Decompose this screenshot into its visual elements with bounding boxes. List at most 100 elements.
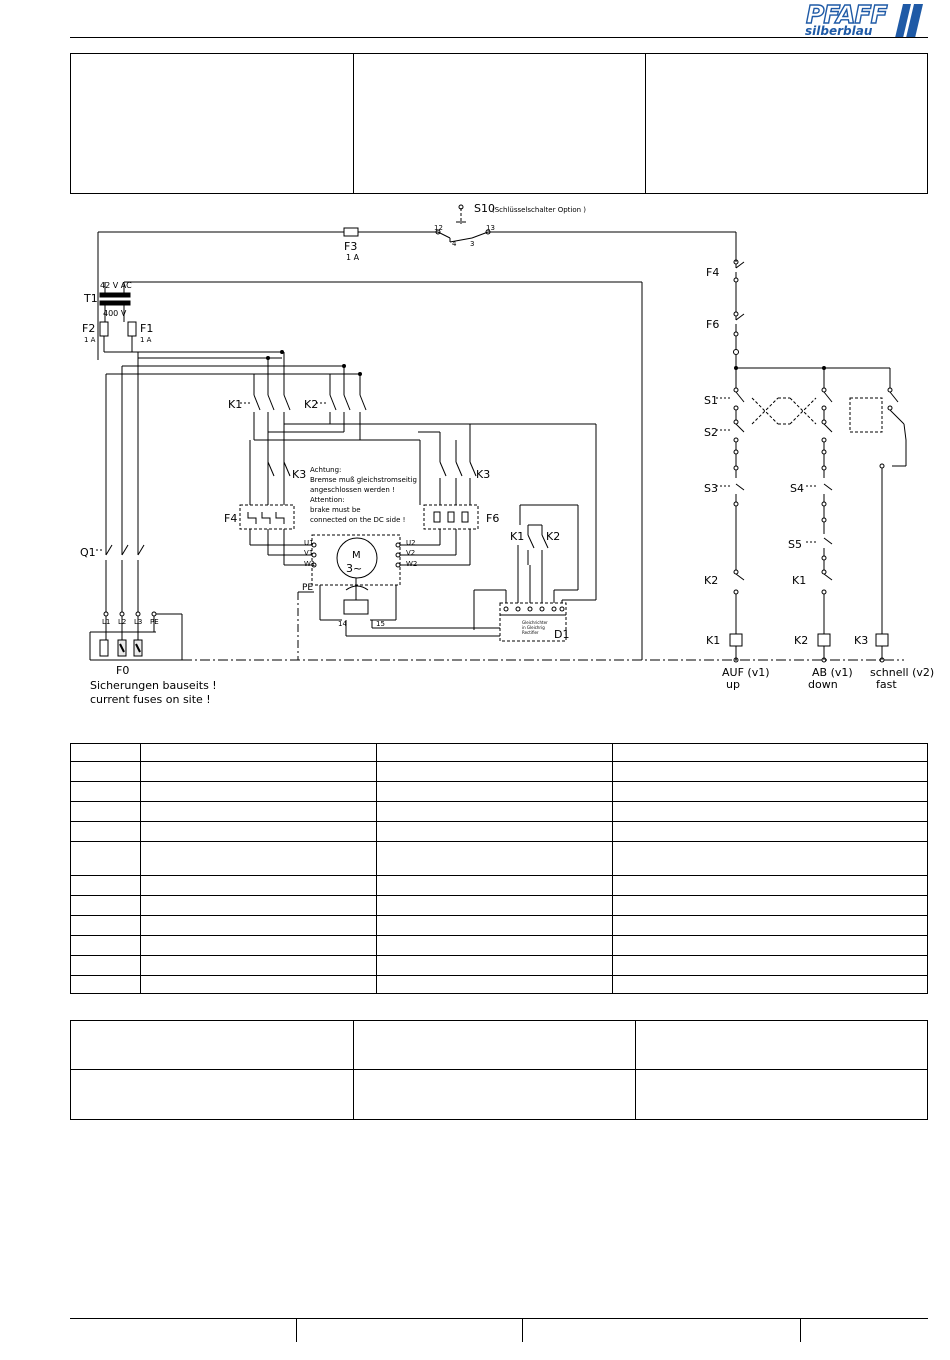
pfaff-silberblau-logo: PFAFF silberblau <box>800 0 926 40</box>
up-de: AUF (v1) <box>722 666 770 679</box>
brake-note-3: angeschlossen werden ! <box>310 486 395 494</box>
motor-v1: V1 <box>304 549 313 557</box>
s2-label: S2 <box>704 426 718 439</box>
table-row <box>70 875 928 896</box>
s10-t4: 4 <box>452 240 457 248</box>
parts-table <box>70 743 928 994</box>
table-cell <box>70 975 141 994</box>
k1-aux-label: K1 <box>510 530 524 543</box>
table-cell <box>612 761 928 782</box>
k3-aux-label: K3 <box>292 468 306 481</box>
fuse-note-en: current fuses on site ! <box>90 693 211 706</box>
down-en: down <box>808 678 838 691</box>
table-cell <box>376 821 613 842</box>
logo-sub: silberblau <box>805 24 873 38</box>
table-cell <box>612 895 928 916</box>
motor-pe: PE <box>302 583 313 593</box>
f1-label: F1 <box>140 322 153 335</box>
table-cell <box>612 935 928 956</box>
table-cell <box>140 915 377 936</box>
table-cell <box>140 875 377 896</box>
k3-label: K3 <box>476 468 490 481</box>
table-cell <box>376 955 613 976</box>
title-block-divider <box>353 54 354 193</box>
s10-t3: 3 <box>470 240 474 248</box>
table-cell <box>140 841 377 876</box>
table-cell <box>70 841 141 876</box>
table-cell <box>376 895 613 916</box>
table-cell <box>612 841 928 876</box>
table-cell <box>70 895 141 916</box>
table-cell <box>140 935 377 956</box>
footer-rule <box>70 1318 928 1319</box>
table-row <box>70 781 928 802</box>
brake-note-4: Attention: <box>310 496 345 504</box>
k2-aux-label: K2 <box>546 530 560 543</box>
coil-k2-label: K2 <box>794 634 808 647</box>
f4-label: F4 <box>224 512 237 525</box>
motor-label: M <box>352 550 361 561</box>
s3-label: S3 <box>704 482 718 495</box>
table-cell <box>612 781 928 802</box>
t1-primary: 400 V <box>103 309 127 318</box>
motor-u2: U2 <box>406 539 416 547</box>
table-cell <box>612 743 928 762</box>
table-cell <box>140 975 377 994</box>
table-cell <box>376 781 613 802</box>
table-cell <box>140 801 377 822</box>
f3-label: F3 <box>344 240 357 253</box>
table-cell <box>70 761 141 782</box>
motor-u1: U1 <box>304 539 314 547</box>
f4-ctrl-label: F4 <box>706 266 719 279</box>
rectifier-en2: Rectifier <box>522 630 539 635</box>
k2-label: K2 <box>304 398 318 411</box>
table-cell <box>70 781 141 802</box>
supply-l2: L2 <box>118 618 126 626</box>
brake-t15: 15 <box>376 620 385 628</box>
supply-pe: PE <box>150 618 159 626</box>
table-cell <box>612 801 928 822</box>
wiring-schematic: S10 (Schlüsselschalter Option ) 12 13 4 … <box>80 202 934 706</box>
brake-note-1: Achtung: <box>310 466 341 474</box>
t1-label: T1 <box>83 292 98 305</box>
table-cell <box>70 915 141 936</box>
footer-divider <box>800 1318 801 1342</box>
table-cell <box>140 955 377 976</box>
table-cell <box>376 841 613 876</box>
brake-note-2: Bremse muß gleichstromseitig <box>310 476 417 484</box>
k1-nc-label: K1 <box>792 574 806 587</box>
down-de: AB (v1) <box>812 666 853 679</box>
table-cell <box>376 743 613 762</box>
s4-label: S4 <box>790 482 804 495</box>
up-en: up <box>726 678 740 691</box>
table-row <box>70 821 928 842</box>
supply-l1: L1 <box>102 618 110 626</box>
f2-rating: 1 A <box>84 336 96 344</box>
table-cell <box>70 801 141 822</box>
footer-divider <box>522 1318 523 1342</box>
revision-block <box>70 1020 928 1120</box>
f0-label: F0 <box>116 664 129 677</box>
table-cell <box>376 935 613 956</box>
motor-w1: W1 <box>304 560 315 568</box>
q1-label: Q1 <box>80 546 96 559</box>
table-row <box>70 801 928 822</box>
title-block-top <box>70 53 928 194</box>
rectifier-en1: in Gleichrig <box>522 625 545 630</box>
table-cell <box>70 955 141 976</box>
table-cell <box>70 821 141 842</box>
s10-label: S10 <box>474 202 495 215</box>
rectifier-de: Gleichrichter <box>522 620 548 625</box>
title-block-divider <box>645 54 646 193</box>
table-cell <box>70 935 141 956</box>
fuse-note-de: Sicherungen bauseits ! <box>90 679 217 692</box>
table-cell <box>612 955 928 976</box>
table-cell <box>376 801 613 822</box>
logo-brand: PFAFF <box>805 0 888 29</box>
f6-ctrl-label: F6 <box>706 318 719 331</box>
table-cell <box>140 743 377 762</box>
table-row <box>70 761 928 782</box>
table-cell <box>376 761 613 782</box>
f6-label: F6 <box>486 512 499 525</box>
